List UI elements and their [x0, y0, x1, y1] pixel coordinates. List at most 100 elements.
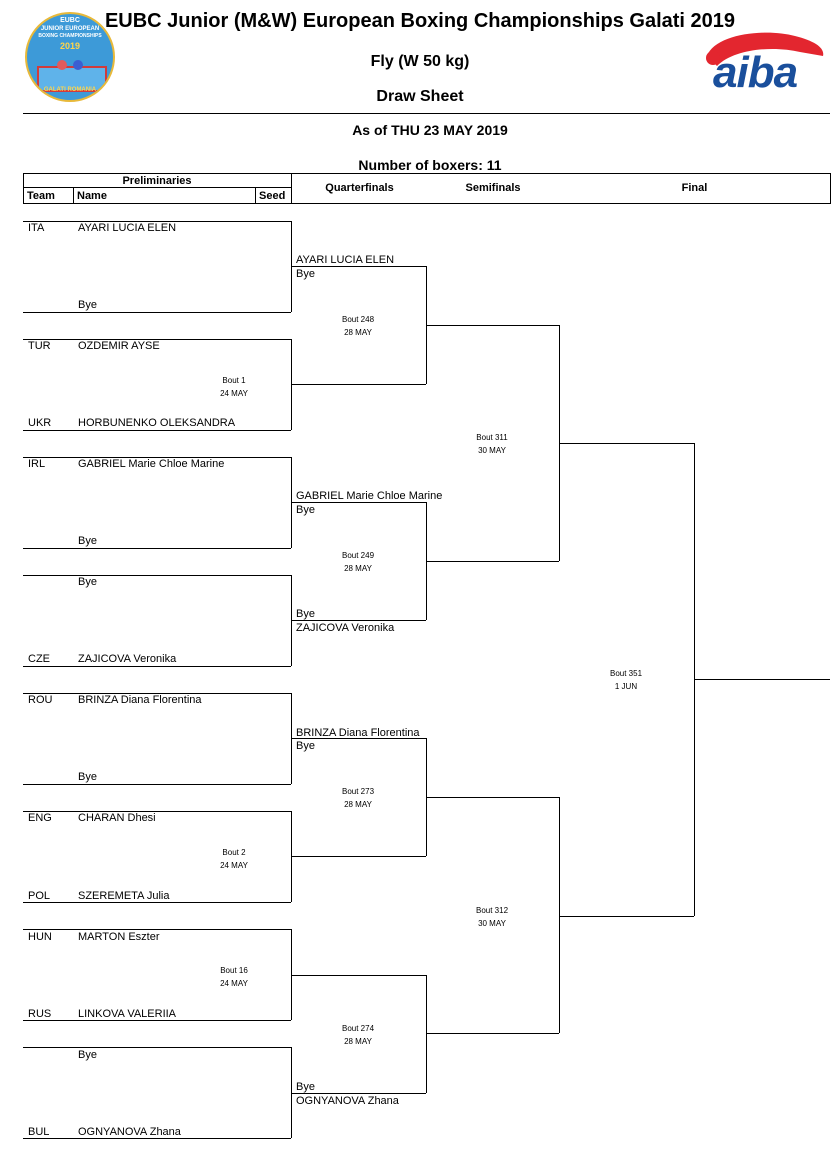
entry-name: HORBUNENKO OLEKSANDRA [78, 417, 236, 429]
boxer-count: Number of boxers: 11 [358, 157, 502, 173]
bracket-line [23, 312, 291, 313]
header-divider-h [23, 187, 291, 188]
bracket-line [291, 502, 426, 503]
page-title: EUBC Junior (M&W) European Boxing Champi… [104, 10, 736, 32]
entry-name: CHARAN Dhesi [78, 812, 156, 824]
bracket-line [291, 1093, 426, 1094]
entry-team: UKR [28, 417, 52, 429]
entry-name: LINKOVA VALERIIA [78, 1008, 177, 1020]
bracket-line [559, 797, 560, 1033]
bracket-line [291, 620, 426, 621]
bracket-line [291, 929, 292, 1020]
bout-number: Bout 273 [341, 787, 375, 796]
event-logo-line1: EUBC [60, 17, 80, 24]
glove-icon [706, 32, 824, 66]
bracket-line [23, 784, 291, 785]
entry-name: Bye [78, 535, 97, 547]
qf-name: Bye [296, 740, 315, 752]
bracket-line [291, 384, 426, 385]
as-of-date: As of THU 23 MAY 2019 [352, 122, 508, 138]
entry-team: BUL [28, 1126, 50, 1138]
bracket-line [291, 1047, 292, 1138]
entry-name: Bye [78, 1049, 97, 1061]
bout-number: Bout 2 [222, 848, 246, 857]
qf-name: BRINZA Diana Florentina [296, 727, 420, 739]
bracket-line [23, 548, 291, 549]
entry-team: ITA [28, 222, 45, 234]
bracket-line [23, 693, 291, 694]
bracket-line [23, 811, 291, 812]
entry-name: MARTON Eszter [78, 931, 160, 943]
bracket-line [23, 457, 291, 458]
entry-name: BRINZA Diana Florentina [78, 694, 202, 706]
event-logo: EUBC JUNIOR EUROPEAN BOXING CHAMPIONSHIP… [25, 12, 115, 102]
bout-date: 24 MAY [220, 389, 248, 398]
entry-name: OZDEMIR AYSE [78, 340, 160, 352]
entry-team: TUR [28, 340, 51, 352]
bout-number: Bout 312 [475, 906, 509, 915]
bout-date: 28 MAY [344, 1037, 372, 1046]
bracket-line [291, 738, 426, 739]
entry-team: ENG [28, 812, 52, 824]
seed-header: Seed [259, 190, 286, 202]
event-logo-country-text: ROMANIA [67, 87, 97, 93]
entry-team: IRL [28, 458, 46, 470]
bout-date: 30 MAY [478, 446, 506, 455]
bout-date: 1 JUN [614, 682, 638, 691]
bout-number: Bout 311 [476, 433, 508, 442]
qf-name: OGNYANOVA Zhana [296, 1095, 399, 1107]
bout-number: Bout 1 [222, 376, 246, 385]
entry-name: GABRIEL Marie Chloe Marine [78, 458, 225, 470]
bout-number: Bout 249 [341, 551, 375, 560]
bracket-line [426, 325, 559, 326]
aiba-logo: aiba [705, 26, 830, 97]
entry-name: Bye [78, 299, 97, 311]
entry-team: POL [28, 890, 51, 902]
bracket-line [23, 1138, 291, 1139]
quarterfinals-header: Quarterfinals [325, 182, 394, 194]
bout-date: 28 MAY [344, 564, 372, 573]
semifinals-header: Semifinals [465, 182, 521, 194]
header-divider [23, 113, 830, 114]
bracket-line [23, 902, 291, 903]
entry-name: ZAJICOVA Veronika [78, 653, 177, 665]
bracket-line [23, 929, 291, 930]
bracket-line [291, 856, 426, 857]
bracket-line [291, 266, 426, 267]
bracket-line [291, 975, 426, 976]
header-divider-v [291, 173, 292, 203]
bracket-line [694, 679, 830, 680]
bracket-line [23, 1047, 291, 1048]
bout-number: Bout 351 [609, 669, 643, 678]
qf-name: Bye [296, 504, 315, 516]
entry-team: CZE [28, 653, 50, 665]
qf-name: ZAJICOVA Veronika [296, 622, 395, 634]
bracket-line [23, 430, 291, 431]
bout-label: Bout 312 30 MAY [462, 904, 522, 930]
bracket-line [559, 916, 694, 917]
entry-name: Bye [78, 576, 97, 588]
qf-name: Bye [296, 268, 315, 280]
header-divider-v [73, 187, 74, 203]
bracket-line [426, 1033, 559, 1034]
bout-number: Bout 16 [220, 966, 248, 975]
bout-label: Bout 249 28 MAY [328, 549, 388, 575]
boxer-icon [73, 60, 83, 70]
entry-name: AYARI LUCIA ELEN [78, 222, 177, 234]
bracket-line [23, 1020, 291, 1021]
bout-label: Bout 1 24 MAY [204, 374, 264, 400]
event-logo-city: GALATI ROMANIA [27, 86, 113, 94]
boxer-icon [57, 60, 67, 70]
bout-date: 30 MAY [478, 919, 506, 928]
team-header: Team [27, 190, 55, 202]
bout-label: Bout 351 1 JUN [596, 667, 656, 693]
event-logo-city-text: GALATI [43, 87, 66, 93]
qf-name: Bye [296, 1081, 315, 1093]
bout-date: 28 MAY [344, 328, 372, 337]
qf-name: GABRIEL Marie Chloe Marine [296, 490, 443, 502]
bout-label: Bout 311 30 MAY [462, 431, 522, 457]
